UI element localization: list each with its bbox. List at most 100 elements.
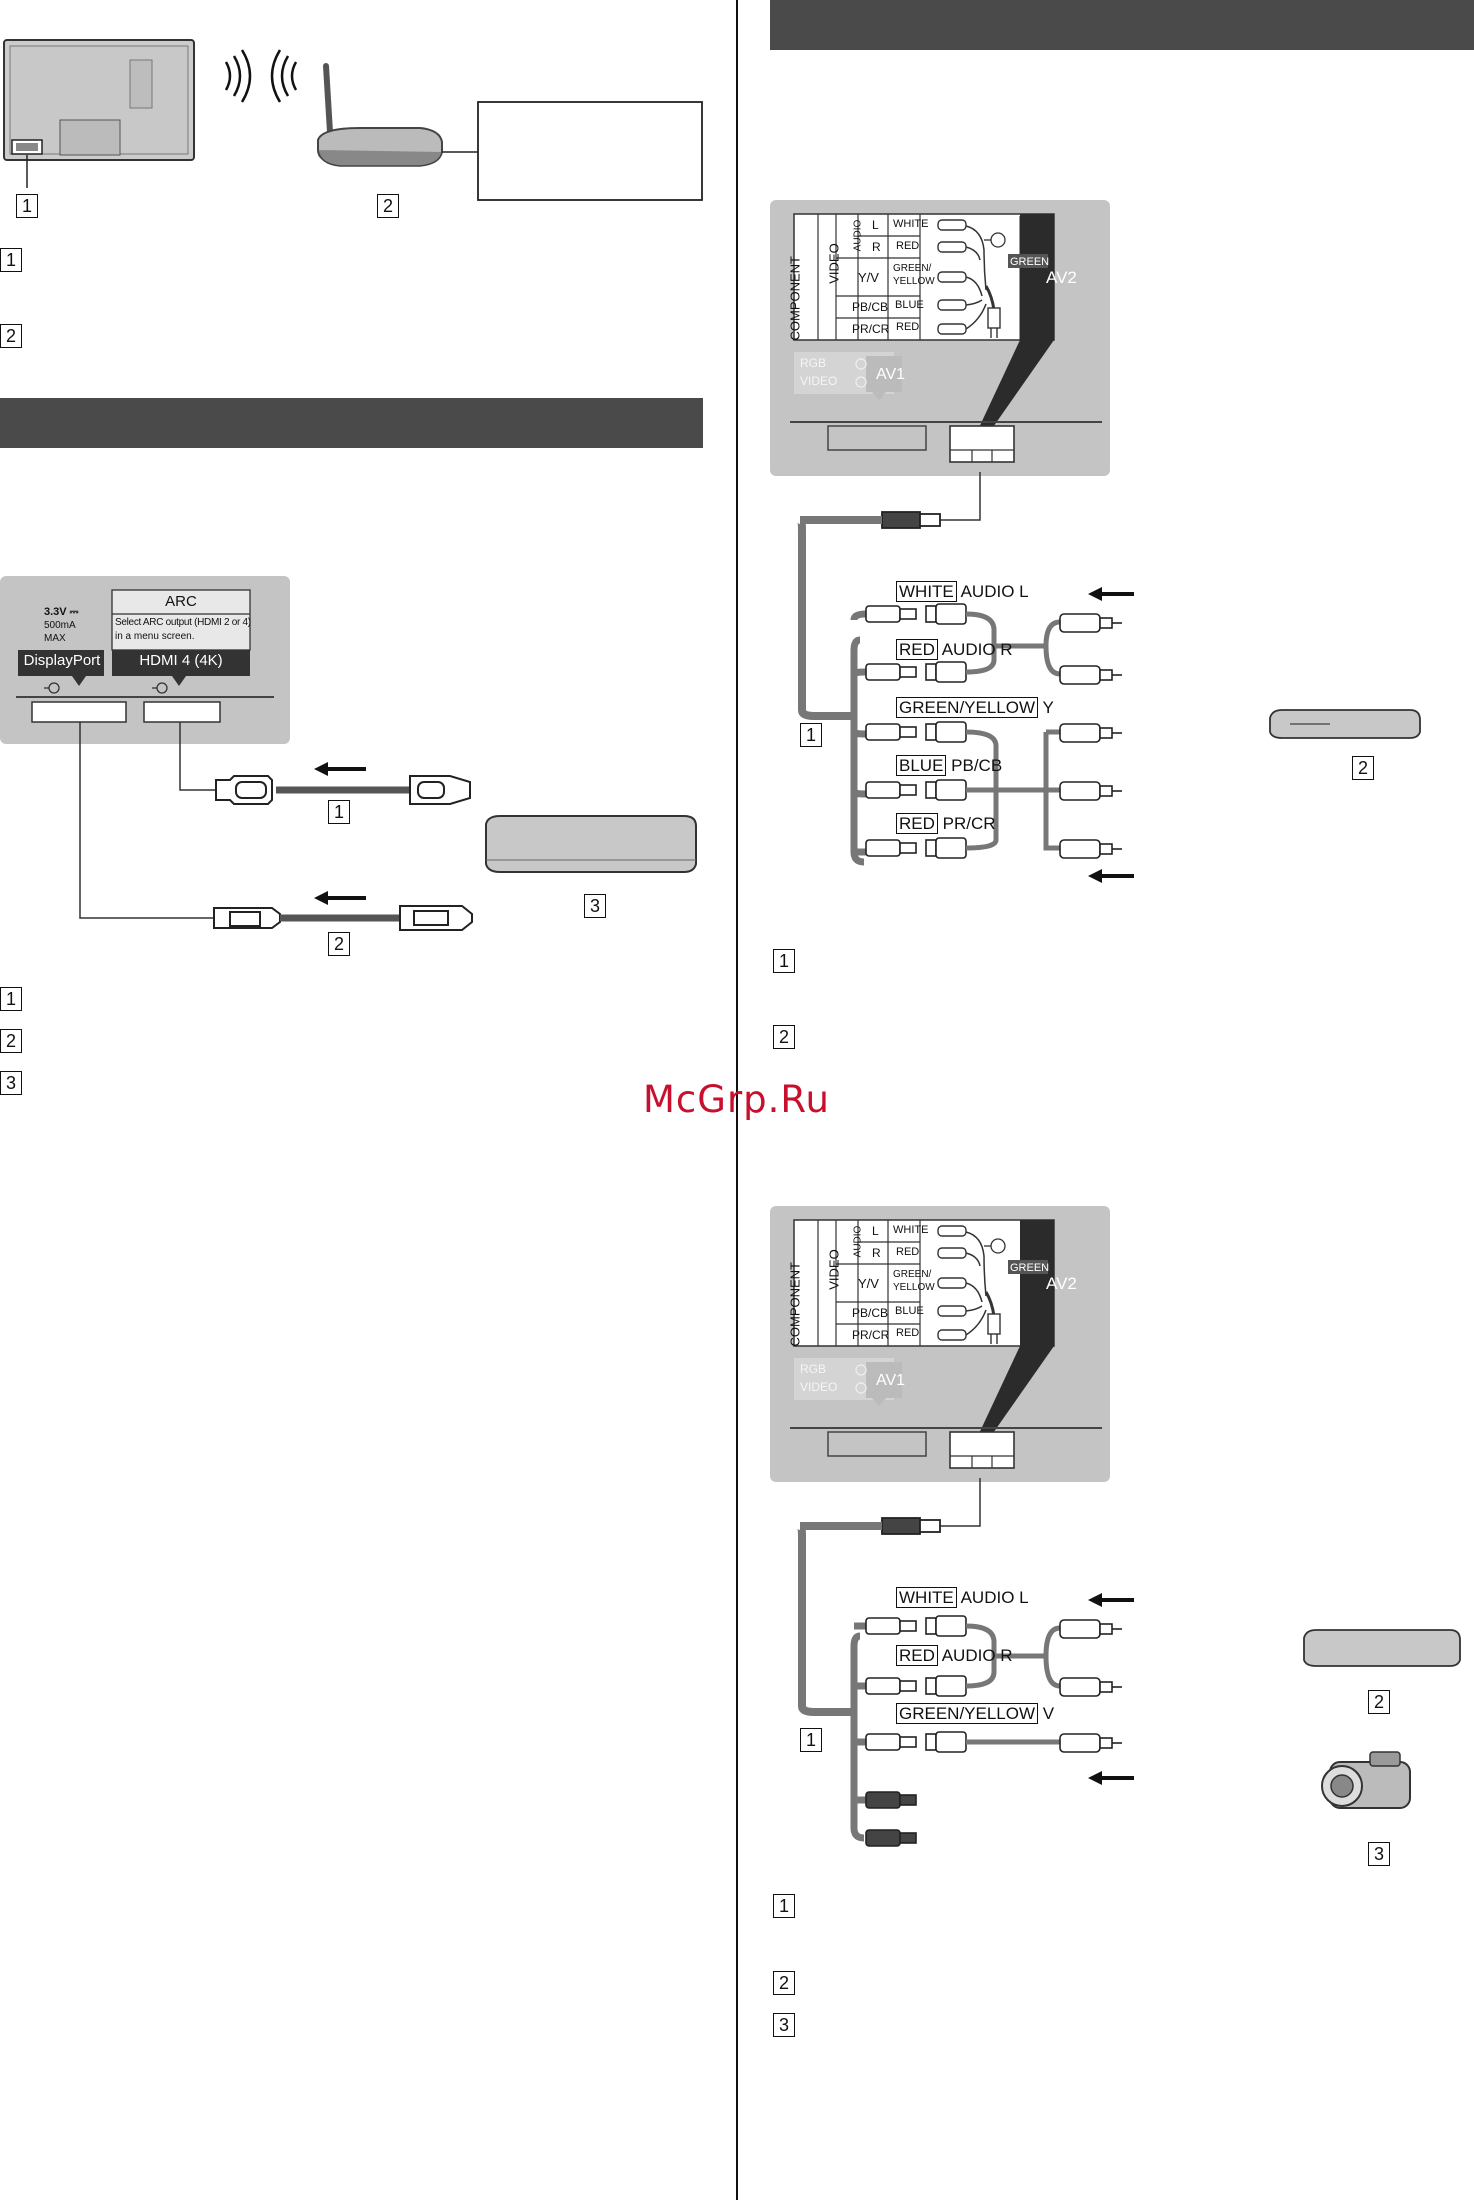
composite-cable-diagram <box>797 1478 1461 1847</box>
callout-3: 3 <box>1368 1842 1390 1866</box>
pb-cb-label: PB/CB <box>852 1306 889 1320</box>
av1-label: AV1 <box>876 366 906 383</box>
legend-2: 2 <box>0 324 22 348</box>
legend-3: 3 <box>0 1071 22 1095</box>
legend-1: 1 <box>773 1894 795 1918</box>
composite-cable-tag-white: WHITE AUDIO L <box>896 1587 1029 1608</box>
l-label: L <box>872 1224 879 1238</box>
hdmi-cable-icon <box>215 775 471 805</box>
component-cable-diagram <box>797 472 1421 883</box>
component-label: COMPONENT <box>787 1262 803 1347</box>
component-cable-tag-green: GREEN/YELLOW Y <box>896 697 1054 718</box>
r-label: R <box>872 240 881 254</box>
callout-2: 2 <box>1352 756 1374 780</box>
cable-signal-label: AUDIO R <box>941 1646 1013 1665</box>
white-label: WHITE <box>893 1224 929 1236</box>
legend-1: 1 <box>0 248 22 272</box>
cable-color-tag: WHITE <box>896 1587 957 1608</box>
arc-label: ARC <box>165 593 197 610</box>
av-panel-2 <box>770 1206 1110 1482</box>
callout-2: 2 <box>328 932 350 956</box>
internet-box <box>477 101 703 201</box>
cable-signal-label: AUDIO L <box>960 1588 1029 1607</box>
dvd-player-icon <box>1269 709 1421 739</box>
green-yellow-label-2: YELLOW <box>893 1282 935 1293</box>
green-yellow-label-2: YELLOW <box>893 276 935 287</box>
component-cable-tag-white: WHITE AUDIO L <box>896 581 1029 602</box>
green-yellow-label-1: GREEN/ <box>893 263 932 274</box>
arrow-left-icon <box>1088 587 1134 883</box>
arc-note-line2: in a menu screen. <box>115 631 195 642</box>
callout-2: 2 <box>1368 1690 1390 1714</box>
rgb-label: RGB <box>800 1362 827 1376</box>
hdmi4-label: HDMI 4 (4K) <box>139 652 223 669</box>
component-label: COMPONENT <box>787 256 803 341</box>
legend-3: 3 <box>773 2013 795 2037</box>
av-device-icon <box>485 815 697 873</box>
video-av1-label: VIDEO <box>800 374 838 388</box>
green-label: GREEN <box>1010 1262 1050 1274</box>
rgb-label: RGB <box>800 356 827 370</box>
hdmi-connection-diagram <box>0 576 697 931</box>
red-label: RED <box>896 321 920 333</box>
video-av1-label: VIDEO <box>800 1380 838 1394</box>
cable-color-tag: RED <box>896 1645 938 1666</box>
legend-1: 1 <box>0 987 22 1011</box>
port-voltage-label: 3.3V ⎓ <box>44 606 79 618</box>
legend-2: 2 <box>0 1029 22 1053</box>
audio-label: AUDIO <box>852 219 864 252</box>
av1-label: AV1 <box>876 1372 906 1389</box>
video-label: VIDEO <box>826 243 842 284</box>
green-label: GREEN <box>1010 256 1050 268</box>
component-cable-tag-red-audio: RED AUDIO R <box>896 639 1013 660</box>
cable-signal-label: V <box>1042 1704 1055 1723</box>
pb-cb-label: PB/CB <box>852 300 889 314</box>
router-icon <box>317 63 443 167</box>
cable-color-tag: BLUE <box>896 755 947 776</box>
y-v-label: Y/V <box>858 1276 879 1291</box>
network-diagram <box>3 39 703 201</box>
section-header-bar-hdmi <box>0 398 703 448</box>
cable-color-tag: RED <box>896 639 938 660</box>
cable-signal-label: AUDIO L <box>960 582 1029 601</box>
cable-signal-label: Y <box>1042 698 1054 717</box>
legend-1: 1 <box>773 949 795 973</box>
callout-1: 1 <box>800 1728 822 1752</box>
wireless-signal-icon <box>224 49 298 103</box>
callout-2: 2 <box>377 194 399 218</box>
av-panel-1 <box>770 200 1110 476</box>
cable-signal-label: AUDIO R <box>941 640 1013 659</box>
cable-color-tag: GREEN/YELLOW <box>896 1703 1039 1724</box>
camcorder-icon <box>1321 1751 1411 1809</box>
cable-color-tag: WHITE <box>896 581 957 602</box>
legend-2: 2 <box>773 1025 795 1049</box>
r-label: R <box>872 1246 881 1260</box>
cable-signal-label: PR/CR <box>942 814 996 833</box>
l-label: L <box>872 218 879 232</box>
section-header-bar-right <box>770 0 1474 50</box>
red-label: RED <box>896 1327 920 1339</box>
callout-1: 1 <box>328 800 350 824</box>
callout-1: 1 <box>800 723 822 747</box>
port-max-label: MAX <box>44 633 66 644</box>
legend-2: 2 <box>773 1971 795 1995</box>
blue-label: BLUE <box>895 299 924 311</box>
pr-cr-label: PR/CR <box>852 322 890 336</box>
watermark: McGrp.Ru <box>643 1078 830 1121</box>
cable-signal-label: PB/CB <box>951 756 1003 775</box>
arrow-left-icon <box>1088 1593 1134 1785</box>
displayport-cable-icon <box>213 905 473 931</box>
column-divider <box>736 0 738 2200</box>
cable-color-tag: RED <box>896 813 938 834</box>
arc-note-line1: Select ARC output (HDMI 2 or 4) <box>115 617 251 628</box>
white-label: WHITE <box>893 218 929 230</box>
arrow-left-icon <box>314 762 366 905</box>
video-label: VIDEO <box>826 1249 842 1290</box>
av2-label: AV2 <box>1046 1274 1077 1293</box>
cable-color-tag: GREEN/YELLOW <box>896 697 1039 718</box>
pr-cr-label: PR/CR <box>852 1328 890 1342</box>
audio-label: AUDIO <box>852 1225 864 1258</box>
callout-3: 3 <box>584 894 606 918</box>
av-device-icon <box>1303 1629 1461 1667</box>
composite-cable-tag-green: GREEN/YELLOW V <box>896 1703 1055 1724</box>
